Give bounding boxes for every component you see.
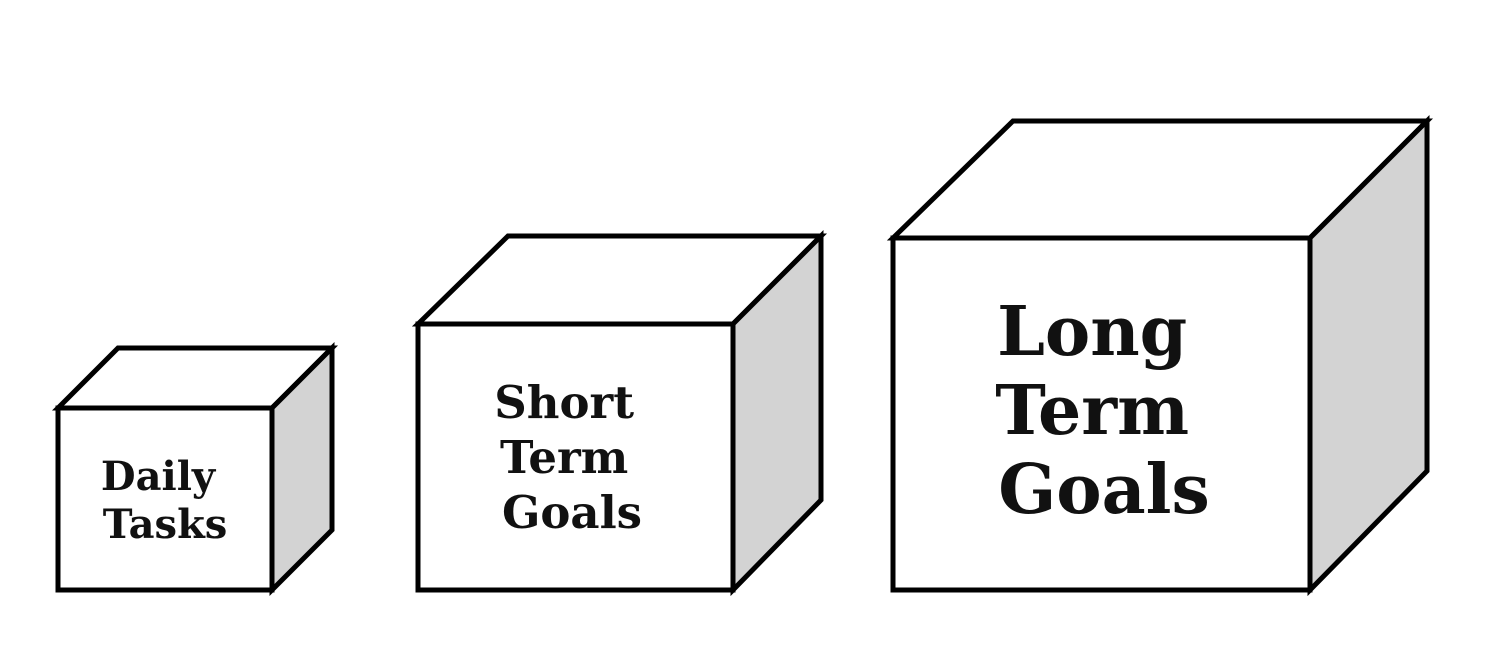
cube-label-line: Tasks	[103, 501, 228, 548]
cube-label: Long Term Goals	[995, 292, 1213, 530]
cube-short-term-goals: Short Term Goals	[411, 229, 828, 597]
cube-long-term-goals: Long Term Goals	[886, 114, 1434, 597]
cube-front-face	[890, 235, 1313, 593]
cube-daily-tasks: Daily Tasks	[51, 341, 339, 597]
cube-label-line: Term	[500, 431, 628, 484]
cube-front-face	[415, 321, 736, 593]
cube-label-line: Goals	[502, 486, 642, 539]
cube-front-face	[55, 405, 275, 593]
cube-label: Short Term Goals	[494, 376, 649, 539]
cube-label-line: Goals	[998, 450, 1210, 530]
cube-label-line: Short	[494, 376, 634, 429]
cube-label-line: Daily	[101, 453, 217, 500]
cube-label: Daily Tasks	[101, 453, 229, 548]
cube-label-line: Long	[997, 292, 1187, 372]
cube-label-line: Term	[995, 371, 1189, 451]
